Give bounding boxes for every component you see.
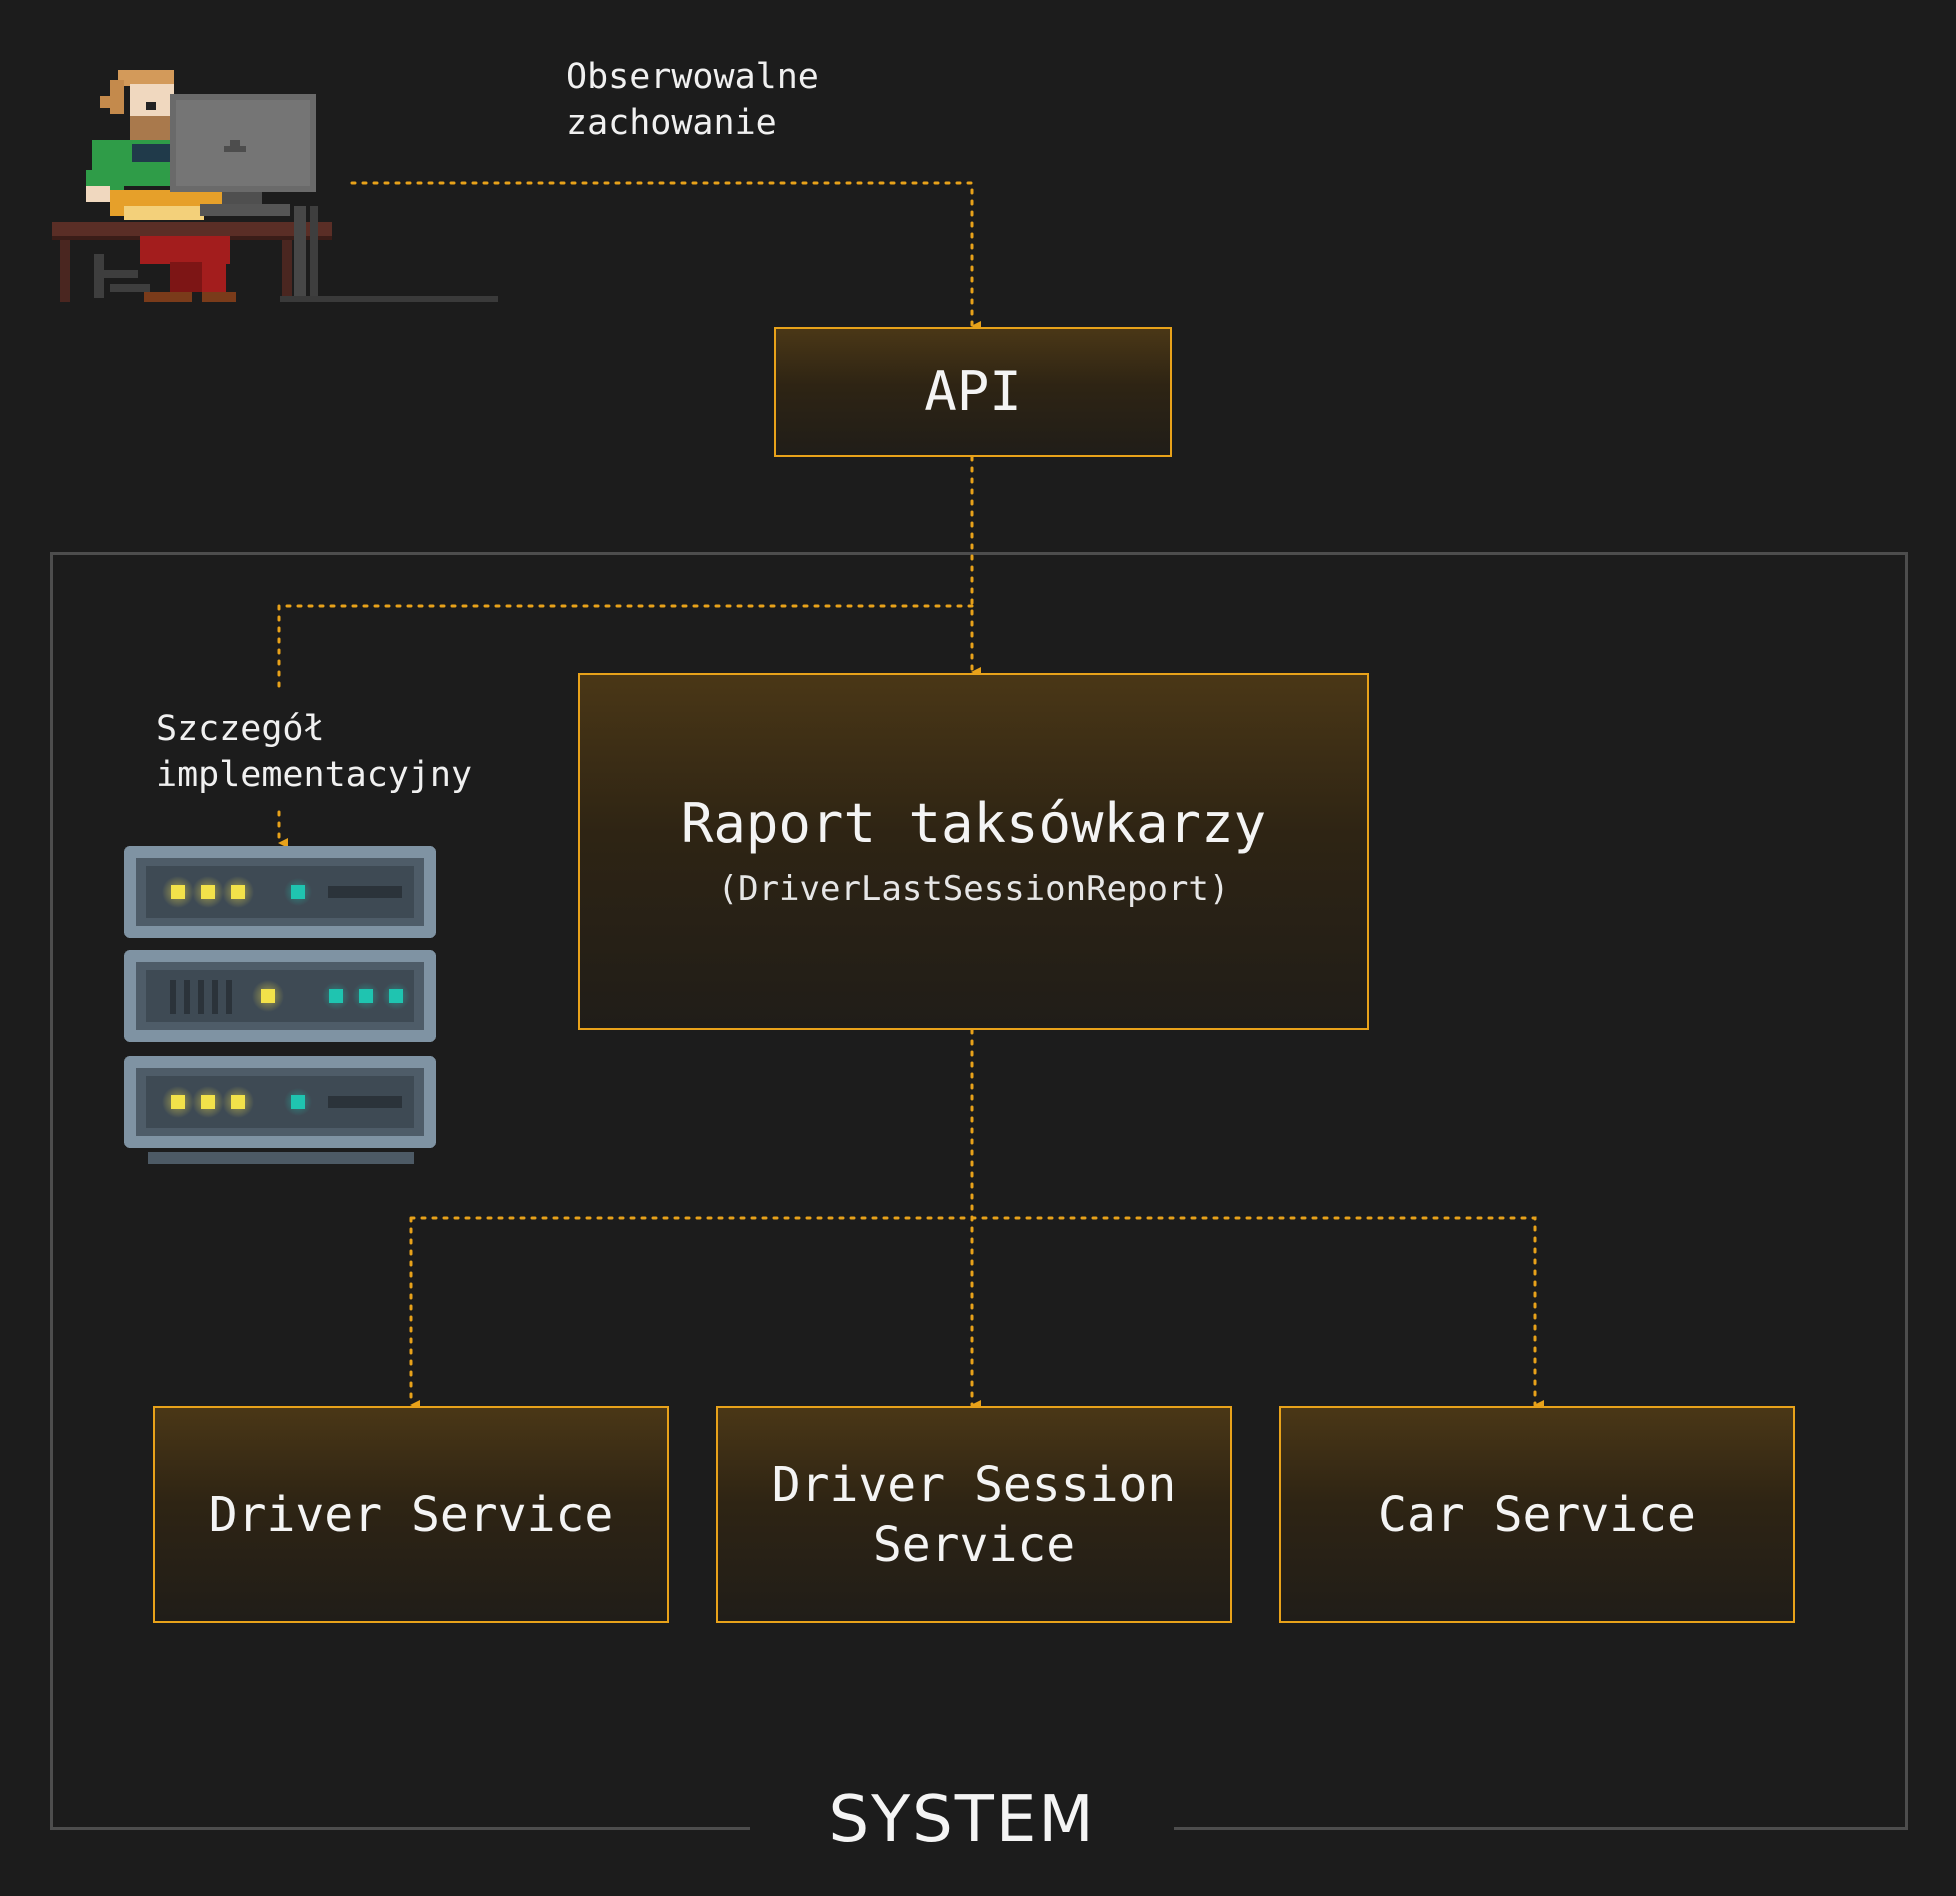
report-subtitle: (DriverLastSessionReport) [717,868,1230,909]
api-box: API [774,327,1172,457]
connector-to-driver-service [411,1216,974,1405]
report-title: Raport taksówkarzy [680,792,1267,856]
driver-session-service-title: Driver Session Service [771,1456,1177,1573]
implementation-detail-label: Szczegół implementacyjny [156,709,473,795]
car-service-title: Car Service [1378,1486,1696,1543]
driver-session-service-box: Driver Session Service [716,1406,1232,1623]
api-title: API [924,359,1022,423]
system-label: SYSTEM [750,1785,1174,1855]
driver-service-title: Driver Service [208,1486,614,1543]
connector-user-to-api [350,181,981,331]
server-rack-icon [124,846,436,1164]
report-box: Raport taksówkarzy (DriverLastSessionRep… [578,673,1369,1030]
connector-to-car-service [970,1216,1544,1410]
driver-service-box: Driver Service [153,1406,669,1623]
connector-api-to-detail [277,604,974,692]
developer-at-desk-icon [52,70,498,302]
observable-behavior-label: Obserwowalne zachowanie [566,57,819,143]
car-service-box: Car Service [1279,1406,1795,1623]
